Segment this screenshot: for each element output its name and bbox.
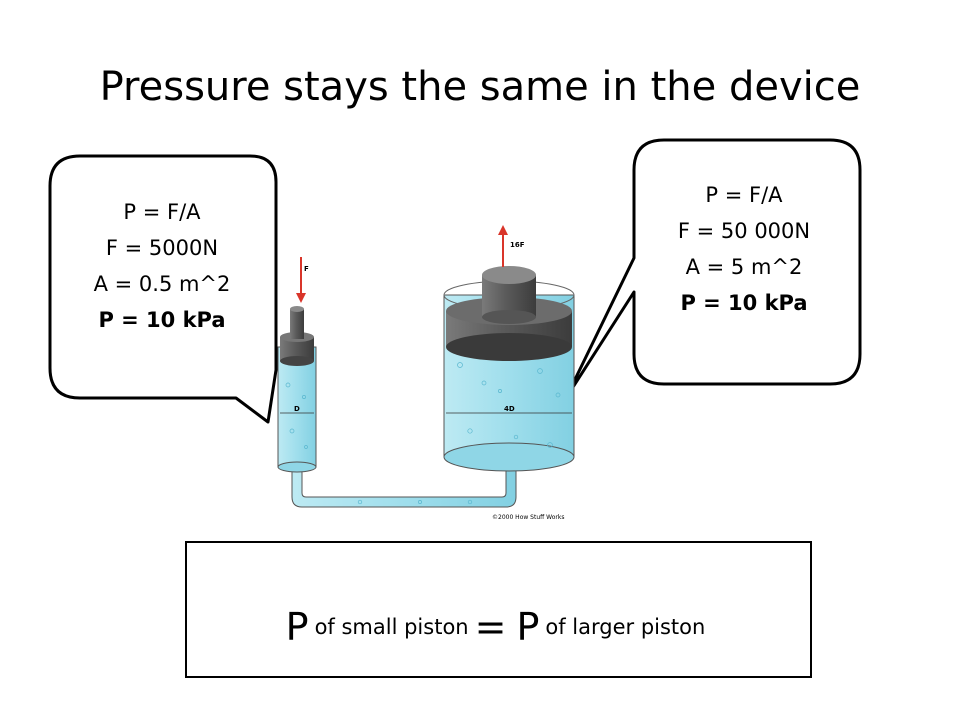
left-force: F = 5000N [105,236,219,260]
copyright-text: ©2000 How Stuff Works [492,514,565,521]
right-callout-bubble [564,138,862,400]
left-callout-bubble [48,154,278,424]
left-callout: P = F/A F = 5000N A = 0.5 m^2 P = 10 kPa [62,194,262,338]
left-formula: P = F/A [123,200,201,224]
formula-equals: = [474,604,507,649]
right-force: F = 50 000N [677,219,811,243]
formula-p-right: P [516,604,540,649]
small-force-arrow: F [296,257,309,303]
small-cylinder: D [277,306,317,473]
left-pressure: P = 10 kPa [98,308,226,332]
large-diameter-label: 4D [504,405,515,413]
formula-box: P of small piston = P of larger piston [185,541,812,678]
large-force-arrow: 16F [498,225,525,267]
right-area: A = 5 m^2 [685,255,803,279]
right-pressure: P = 10 kPa [680,291,808,315]
slide-title: Pressure stays the same in the device [99,64,861,110]
formula-sub-right: of larger piston [545,614,706,639]
large-cylinder: 4D [443,266,575,472]
formula-p-left: P [285,604,309,649]
left-area: A = 0.5 m^2 [93,272,231,296]
formula-sub-left: of small piston [314,614,469,639]
small-diameter-label: D [294,405,300,413]
small-force-label: F [304,265,309,273]
hydraulic-press-diagram: D F 4D 16F ©2000 How Stuff Works [277,225,575,521]
large-force-label: 16F [510,241,525,249]
fluid-bubbles [285,362,561,505]
right-formula: P = F/A [705,183,783,207]
right-callout: P = F/A F = 50 000N A = 5 m^2 P = 10 kPa [644,177,844,321]
